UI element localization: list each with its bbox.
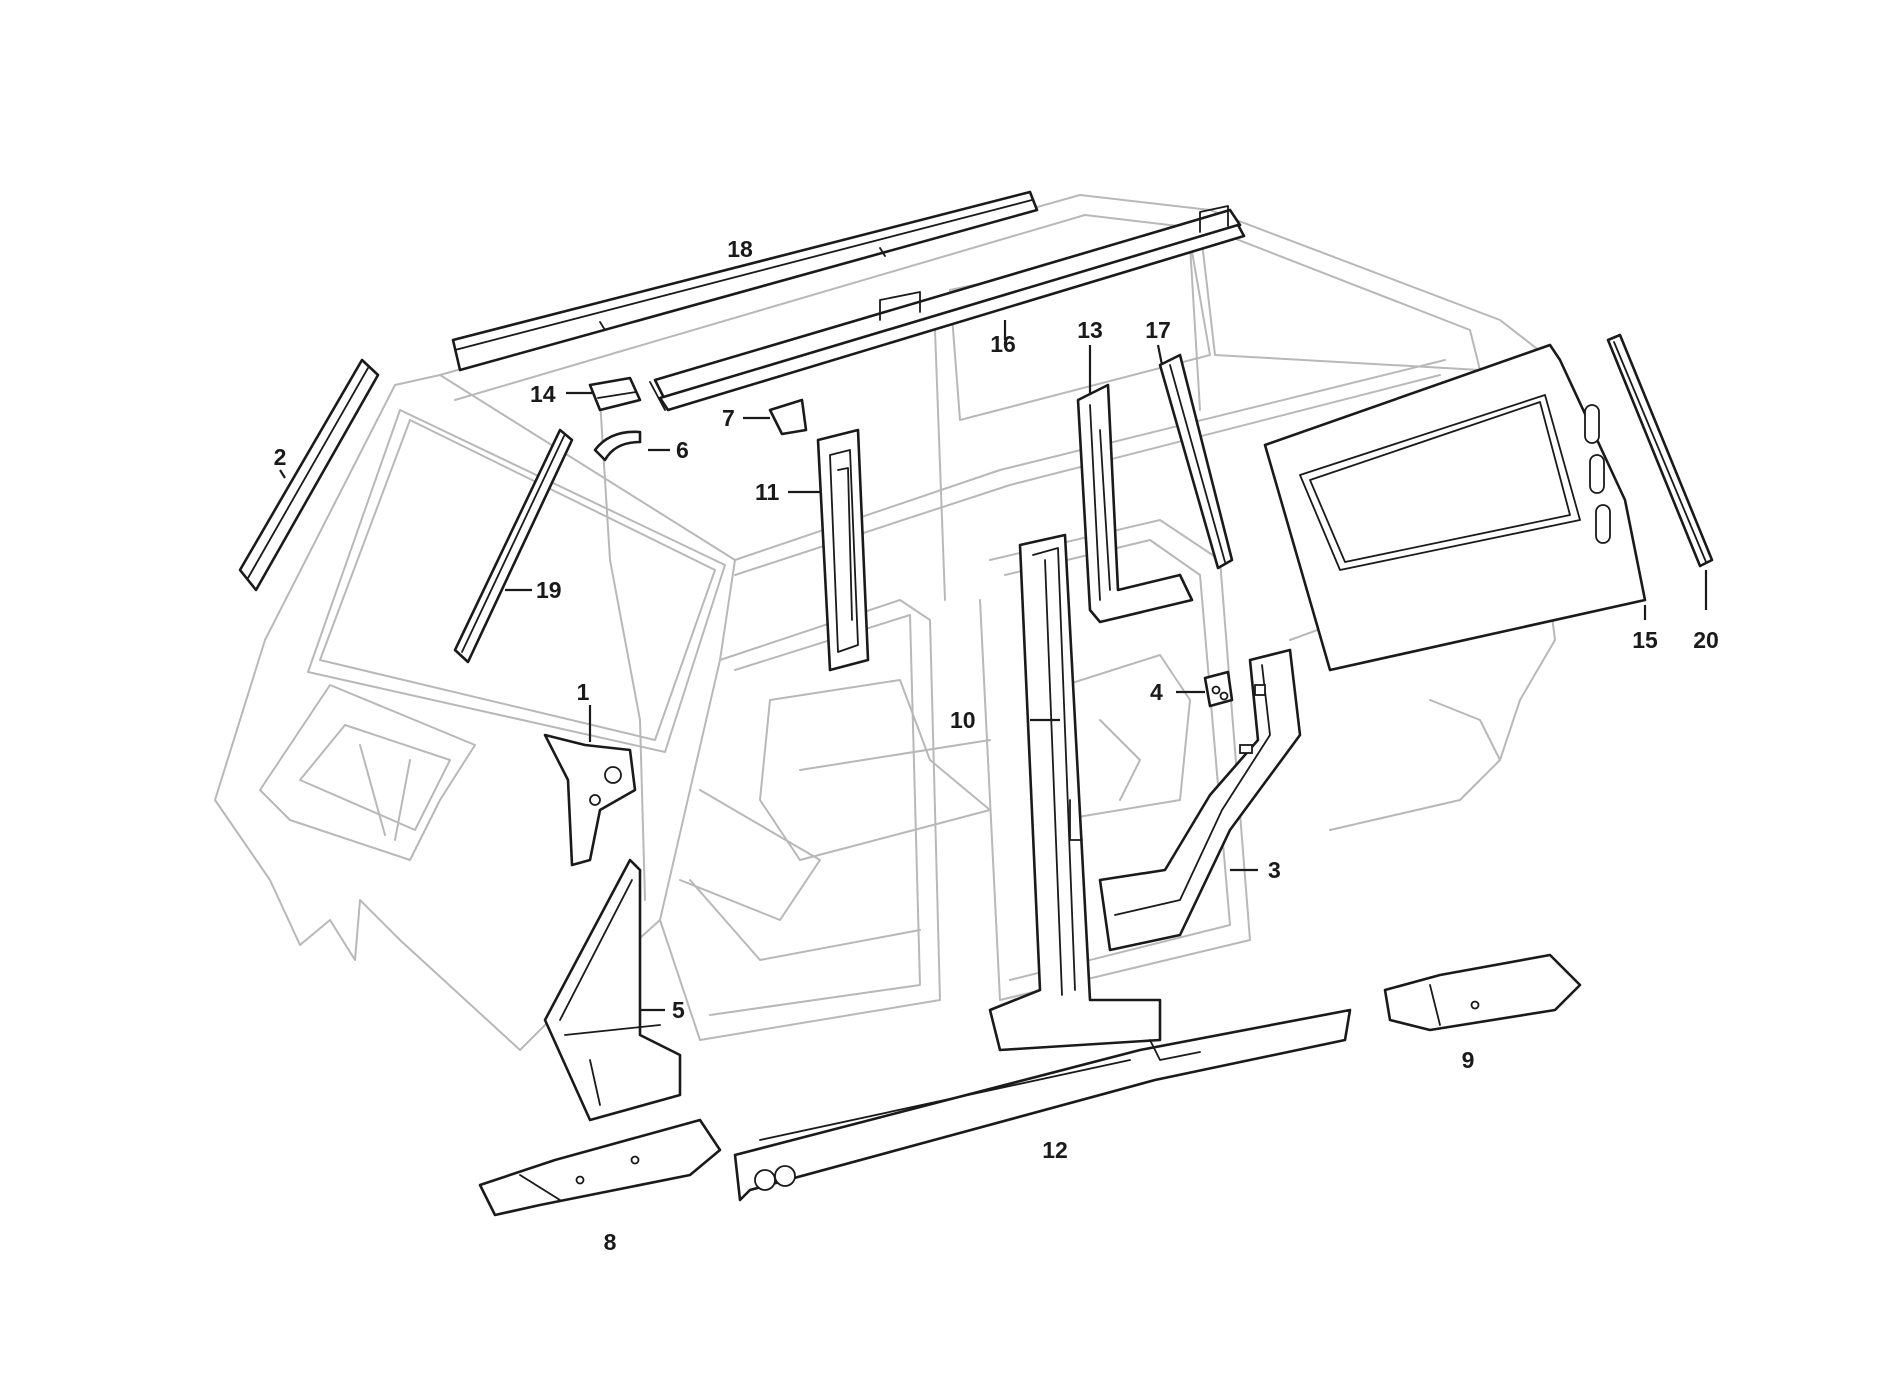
callout-7: 7 <box>722 405 735 431</box>
part-9-crossmember <box>1383 953 1582 1032</box>
part-10-b-pillar <box>988 533 1162 1052</box>
part-1-pillar-bracket <box>543 733 637 867</box>
callout-6: 6 <box>676 437 689 463</box>
vehicle-body-shell <box>214 194 1561 1051</box>
callout-14: 14 <box>530 381 556 407</box>
part-18-roof-rail <box>451 190 1039 372</box>
body-parts <box>238 190 1714 1217</box>
part-20-strip <box>1606 333 1714 568</box>
callout-2: 2 <box>274 444 287 470</box>
part-5-pillar-lower <box>543 858 682 1122</box>
callout-16: 16 <box>990 331 1016 357</box>
callout-8: 8 <box>604 1229 617 1255</box>
part-7-plate <box>768 398 808 436</box>
callout-13: 13 <box>1077 317 1103 343</box>
callout-5: 5 <box>672 997 685 1023</box>
part-2-pillar-trim <box>238 358 380 592</box>
callout-19: 19 <box>536 577 562 603</box>
part-16-roof-side-rail <box>649 205 1246 412</box>
part-6-corner-trim <box>593 430 642 462</box>
callout-20: 20 <box>1693 627 1719 653</box>
callout-1: 1 <box>577 679 590 705</box>
part-17-rail <box>1158 353 1234 570</box>
callout-4: 4 <box>1150 679 1163 705</box>
part-15-quarter-window-panel <box>1263 343 1647 672</box>
part-3-wheelhouse-pillar <box>1098 648 1302 952</box>
callout-12: 12 <box>1042 1137 1068 1163</box>
part-14-bracket <box>588 376 642 412</box>
part-4-bracket <box>1203 670 1234 708</box>
callout-9: 9 <box>1462 1047 1475 1073</box>
callout-11: 11 <box>755 479 780 505</box>
leader-lines <box>279 320 1708 1012</box>
callout-17: 17 <box>1145 317 1171 343</box>
callout-3: 3 <box>1268 857 1281 883</box>
callouts: 1 2 3 4 5 6 7 8 9 10 11 12 13 14 15 16 1… <box>274 236 1719 1255</box>
part-11-pillar-inner <box>816 428 870 672</box>
part-12-rocker-panel <box>733 1008 1352 1202</box>
callout-15: 15 <box>1632 627 1658 653</box>
callout-18: 18 <box>727 236 753 262</box>
callout-10: 10 <box>950 707 976 733</box>
part-19-window-pillar <box>453 428 574 664</box>
part-8-crossmember <box>478 1118 722 1217</box>
part-13-pillar <box>1076 383 1194 624</box>
